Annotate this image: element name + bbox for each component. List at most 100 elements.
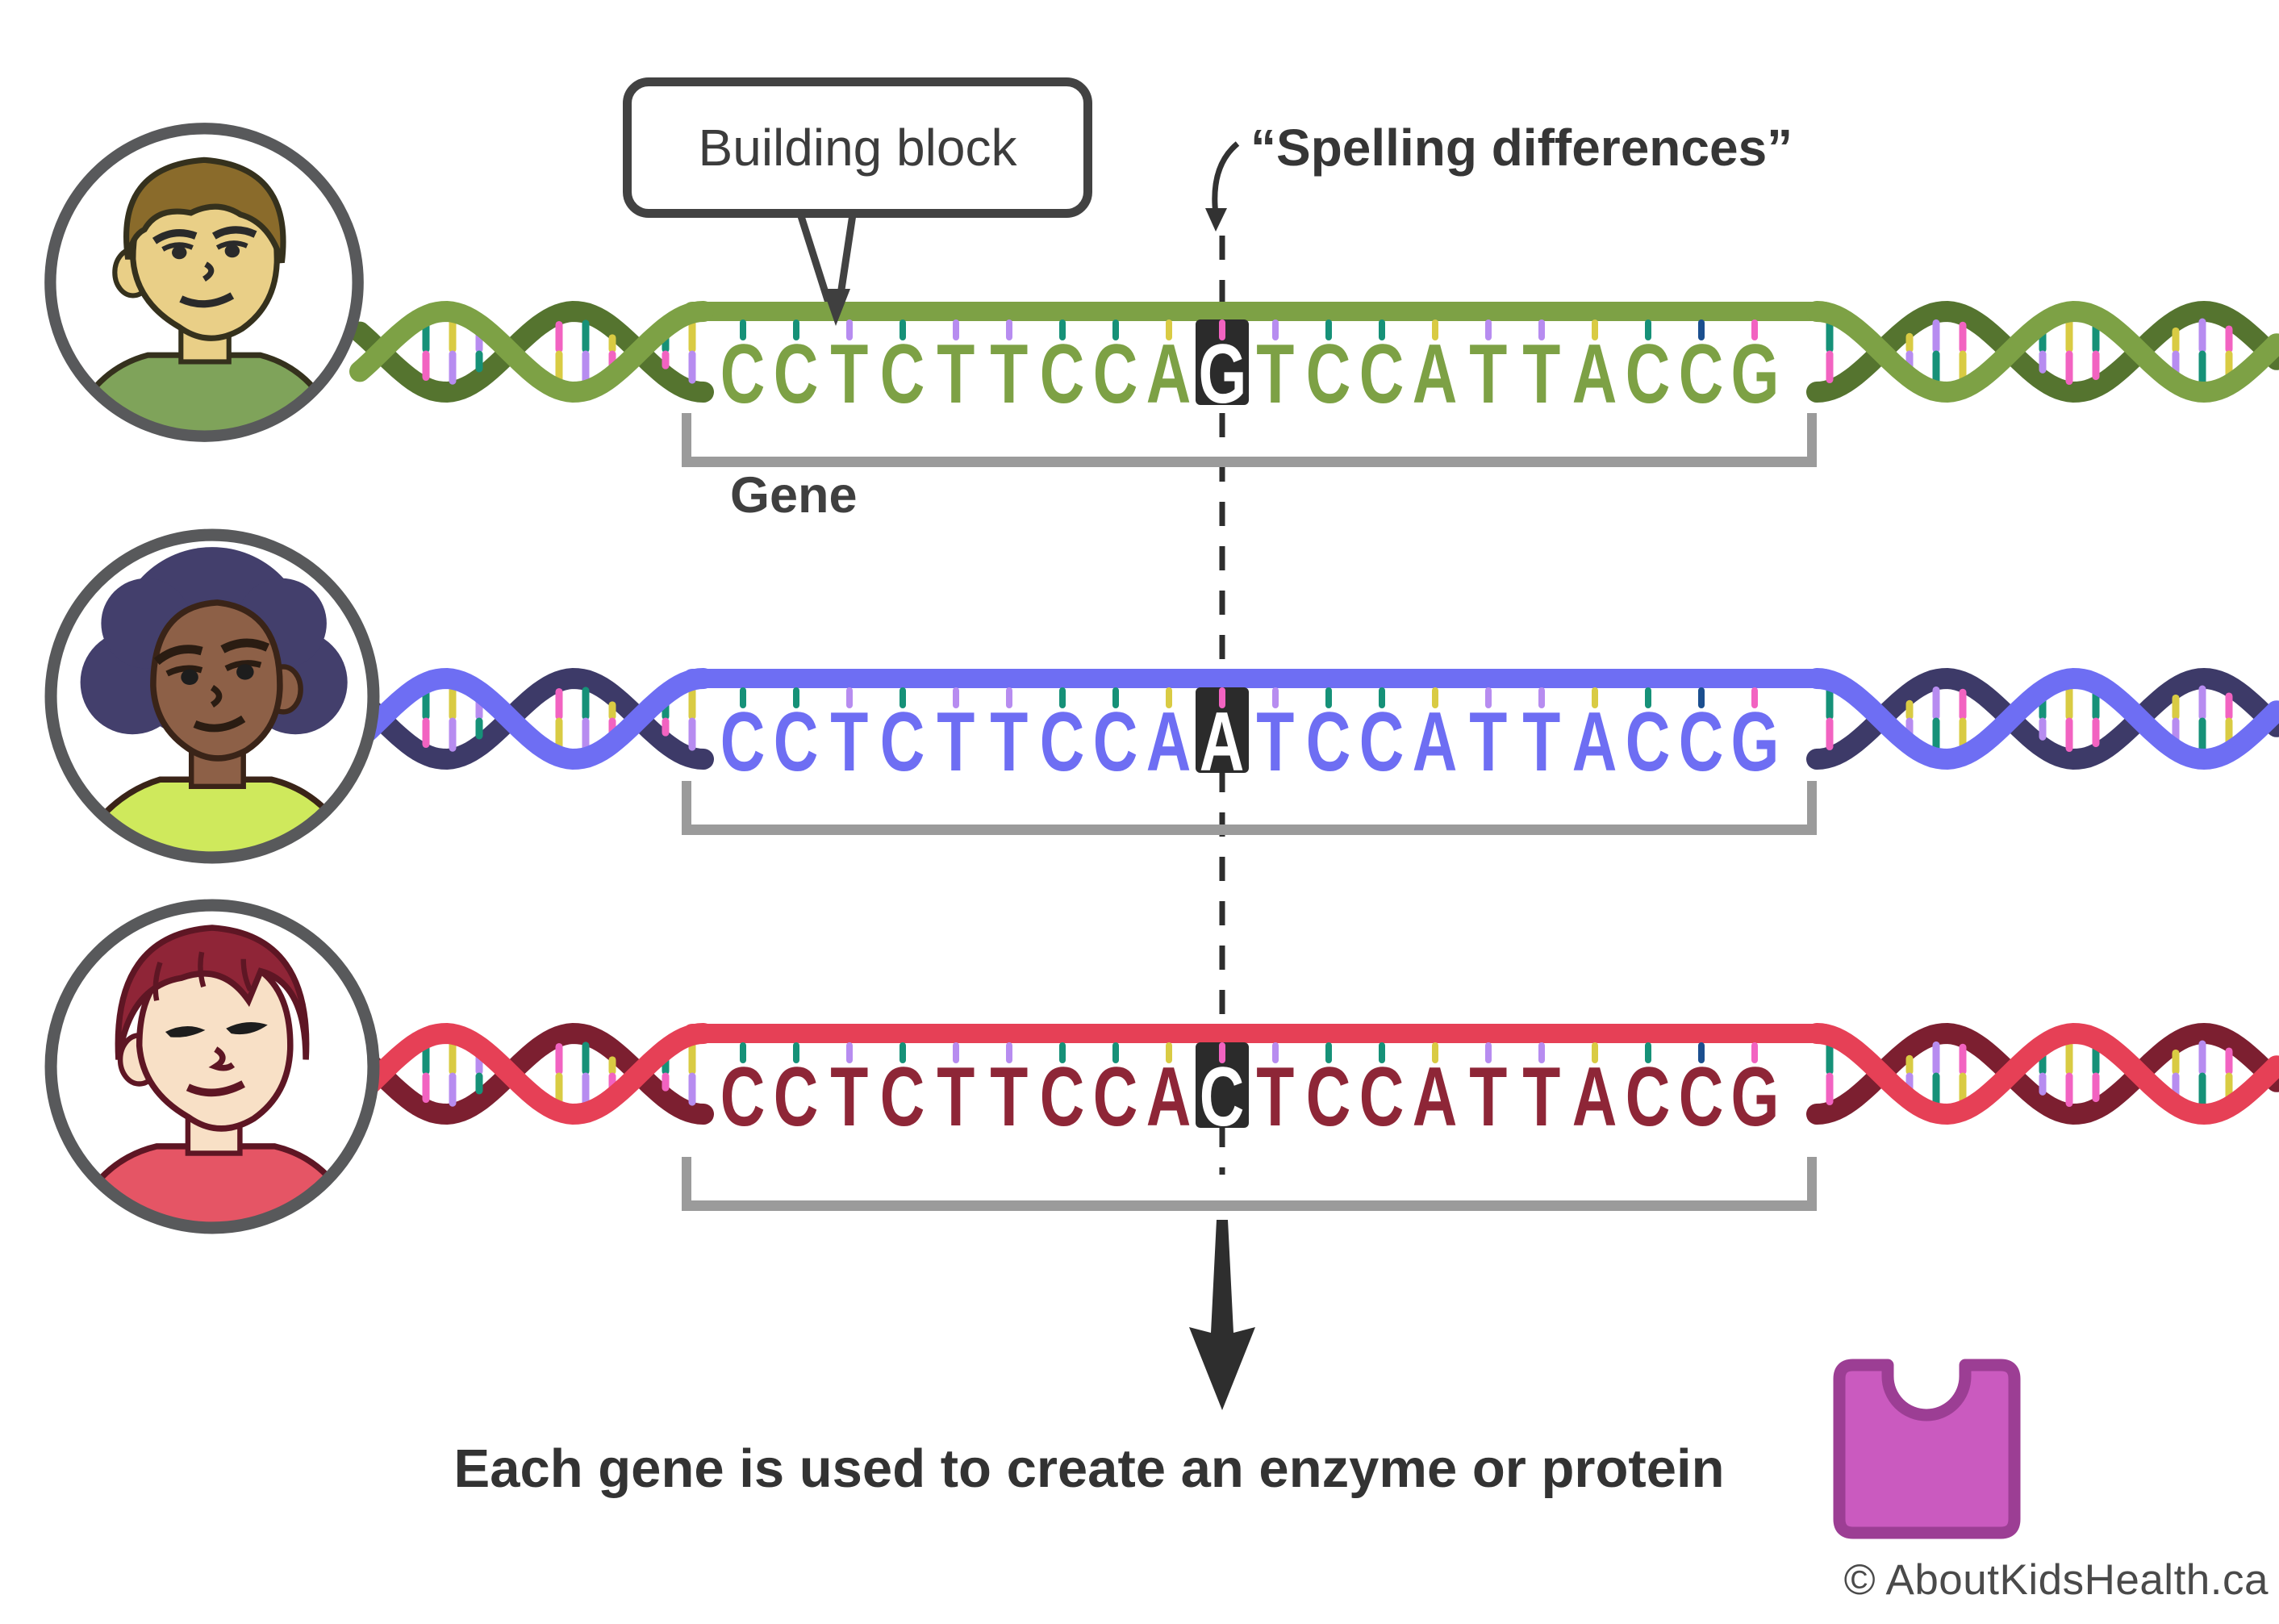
base-cell: T xyxy=(823,687,876,789)
base-letter: C xyxy=(1040,328,1085,421)
base-cell: C xyxy=(1675,319,1728,416)
base-tick xyxy=(1166,687,1172,708)
eye xyxy=(172,245,187,260)
dna-strands-layer xyxy=(349,300,2279,1125)
base-letter: T xyxy=(937,695,975,789)
gene-bracket xyxy=(682,781,1817,835)
base-tick xyxy=(1592,687,1598,708)
base-letter: C xyxy=(1093,328,1138,421)
dna-helix-back-ribbon xyxy=(1806,1022,2279,1125)
base-letter: T xyxy=(1469,1050,1508,1144)
base-tick xyxy=(1325,687,1332,708)
base-tick xyxy=(1698,1042,1705,1063)
base-tick xyxy=(740,687,746,708)
base-letter: A xyxy=(1146,1050,1192,1144)
base-tick xyxy=(899,1042,906,1063)
base-cell: T xyxy=(929,687,983,789)
base-tick xyxy=(1112,1042,1119,1063)
hair xyxy=(123,157,286,264)
base-tick xyxy=(793,1042,799,1063)
base-letter: C xyxy=(720,1050,766,1144)
base-cell: C xyxy=(1089,1042,1142,1139)
base-cell: T xyxy=(823,319,876,416)
base-cell: T xyxy=(1462,319,1515,421)
dna-unwound-band xyxy=(682,669,1834,688)
base-cell: A xyxy=(1142,319,1196,416)
base-cell: C xyxy=(1302,687,1355,784)
base-letter: T xyxy=(1469,328,1508,421)
bottom-caption: Each gene is used to create an enzyme or… xyxy=(453,1438,1725,1499)
base-cell: G xyxy=(1728,319,1781,416)
base-tick xyxy=(1166,319,1172,340)
base-letter: T xyxy=(1522,1050,1561,1144)
avatar-ring xyxy=(44,528,380,864)
base-tick xyxy=(1059,1042,1066,1063)
base-letter: T xyxy=(1256,1050,1295,1144)
base-tick xyxy=(1112,687,1119,708)
gene-bracket xyxy=(682,1157,1817,1211)
base-cell: C xyxy=(1355,319,1409,416)
base-cell: C xyxy=(1355,687,1409,789)
base-cell: A xyxy=(1142,1042,1196,1144)
gene-bracket xyxy=(682,413,1817,467)
base-tick xyxy=(953,319,959,340)
base-cell: C xyxy=(1036,687,1089,784)
base-cell: C xyxy=(1302,1042,1355,1144)
avatar-ring xyxy=(44,899,380,1234)
base-cell: T xyxy=(1462,1042,1515,1144)
base-letter: C xyxy=(1359,1050,1405,1144)
base-letter: T xyxy=(990,1050,1029,1144)
base-letter: T xyxy=(830,695,869,789)
base-tick xyxy=(1592,1042,1598,1063)
base-tick xyxy=(1698,319,1705,340)
base-tick xyxy=(1698,687,1705,708)
base-cell: T xyxy=(983,687,1036,784)
base-letter: C xyxy=(1306,328,1351,421)
eye xyxy=(181,669,198,686)
base-tick xyxy=(1379,687,1385,708)
avatar-boy-green xyxy=(44,123,364,442)
base-tick xyxy=(1166,1042,1172,1063)
base-cell: C xyxy=(770,1042,823,1139)
base-letter: T xyxy=(990,328,1029,421)
base-cell: T xyxy=(983,319,1036,421)
base-cell: T xyxy=(983,1042,1036,1144)
gene-label: Gene xyxy=(730,467,858,524)
base-cell: T xyxy=(1515,687,1568,784)
face-shape xyxy=(150,599,283,762)
base-cell: T xyxy=(1249,1042,1302,1144)
base-letter: C xyxy=(880,695,925,789)
base-letter: C xyxy=(1093,695,1138,789)
base-letter: T xyxy=(937,1050,975,1144)
base-cell: C xyxy=(1622,1042,1675,1139)
base-letter: A xyxy=(1572,328,1617,421)
base-tick xyxy=(1751,319,1758,340)
base-cell: T xyxy=(929,319,983,416)
base-letter: C xyxy=(1306,1050,1351,1144)
eye xyxy=(226,1021,268,1035)
base-tick xyxy=(1485,687,1492,708)
base-cell: T xyxy=(929,1042,983,1144)
base-tick xyxy=(846,687,853,708)
building-block-label: Building block xyxy=(698,119,1017,177)
callout-tail-tip xyxy=(823,289,850,326)
base-tick xyxy=(740,1042,746,1063)
base-letter: G xyxy=(1730,1050,1779,1144)
base-tick xyxy=(953,687,959,708)
base-tick xyxy=(1379,319,1385,340)
mouth xyxy=(193,715,246,733)
base-cell: A xyxy=(1568,687,1622,784)
base-tick xyxy=(899,687,906,708)
base-letter: C xyxy=(880,328,925,421)
base-cell: A xyxy=(1568,1042,1622,1139)
base-cell: A xyxy=(1409,319,1462,416)
base-letter: C xyxy=(1200,1050,1245,1144)
curved-arrow-icon xyxy=(1212,141,1240,215)
base-letter: A xyxy=(1413,695,1458,789)
base-letter: C xyxy=(1359,695,1405,789)
eyebrow xyxy=(153,645,203,666)
eye xyxy=(165,1025,206,1037)
